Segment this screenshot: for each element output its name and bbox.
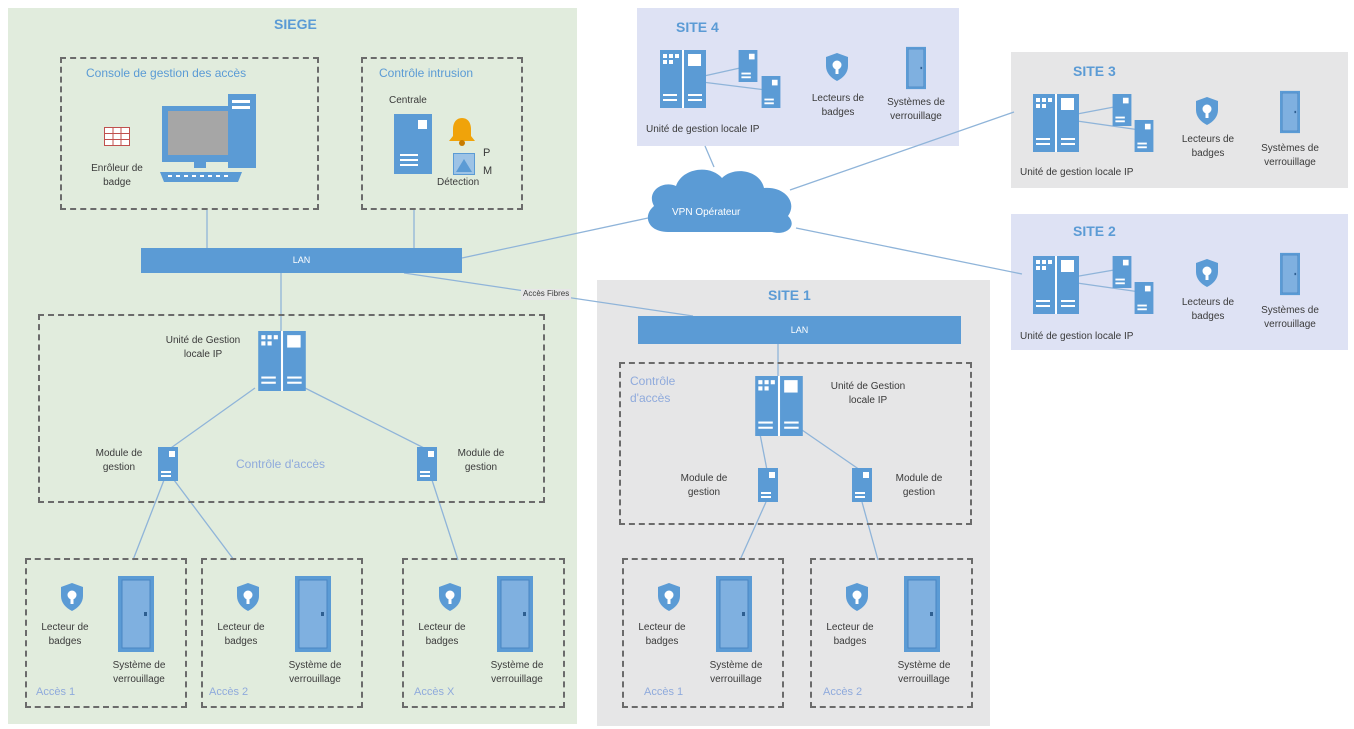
site1-module-right-label: Module de gestion <box>895 473 943 498</box>
site4-unit-label: Unité de gestion locale IP <box>646 124 760 135</box>
site4-reader-label: Lecteurs de badges <box>811 93 865 118</box>
motion-sensor-icon <box>453 153 475 175</box>
central-label: Centrale <box>389 95 427 106</box>
siege-access-x-group <box>402 558 565 708</box>
site2-reader-icon <box>1196 259 1218 287</box>
site2-unit-label: Unité de gestion locale IP <box>1020 331 1134 342</box>
site1-lan-bar: LAN <box>638 316 961 344</box>
site1-access-1-name: Accès 1 <box>644 686 684 698</box>
site3-module-1-icon <box>1112 94 1132 126</box>
site1-module-right-icon <box>852 468 872 502</box>
console-title: Console de gestion des accès <box>86 66 247 80</box>
siege-access-1-reader-label: Lecteur de badges <box>41 622 89 647</box>
siege-access-1-name: Accès 1 <box>36 686 76 698</box>
server-icon <box>394 114 432 174</box>
site2-unit-server-icon <box>1033 256 1079 314</box>
siege-access-2-group <box>201 558 363 708</box>
site2-module-2-icon <box>1134 282 1154 314</box>
siege-access-2-lock-label: Système de verrouillage <box>288 660 342 685</box>
siege-access-2-door-icon <box>295 576 331 652</box>
siege-access-control-group <box>38 314 545 503</box>
site1-access-2-reader-label: Lecteur de badges <box>826 622 874 647</box>
siege-unit-server-icon <box>258 331 306 391</box>
site1-access-2-group <box>810 558 973 708</box>
siege-access-2-reader-label: Lecteur de badges <box>217 622 265 647</box>
site2-lock-label: Systèmes de verrouillage <box>1261 305 1319 330</box>
siege-access-x-door-icon <box>497 576 533 652</box>
site4-module-1-icon <box>738 50 758 82</box>
site2-door-icon <box>1280 252 1300 296</box>
site2-module-1-icon <box>1112 256 1132 288</box>
siege-access-1-lock-label: Système de verrouillage <box>112 660 166 685</box>
siege-access-1-reader-icon <box>61 583 83 611</box>
site1-access-control-group <box>619 362 972 525</box>
intrusion-title: Contrôle intrusion <box>379 66 474 80</box>
fiber-access-label: Accès Fibres <box>521 289 572 300</box>
siege-access-2-reader-icon <box>237 583 259 611</box>
site4-reader-icon <box>826 53 848 81</box>
site1-access-2-lock-label: Système de verrouillage <box>897 660 951 685</box>
cloud-icon <box>647 169 792 233</box>
pm-m-label: M <box>483 165 493 177</box>
site1-access-2-reader-icon <box>846 583 868 611</box>
detection-label: Détection <box>437 177 480 188</box>
site3-door-icon <box>1280 90 1300 134</box>
site1-access-2-door-icon <box>904 576 940 652</box>
site1-unit-server-icon <box>755 376 803 436</box>
card-reader-icon <box>104 127 130 146</box>
site1-access-1-reader-label: Lecteur de badges <box>638 622 686 647</box>
site4-door-icon <box>906 46 926 90</box>
site1-module-left-label: Module de gestion <box>680 473 728 498</box>
siege-access-x-reader-icon <box>439 583 461 611</box>
siege-access-control-title: Contrôle d'accès <box>236 457 326 471</box>
alarm-bell-icon <box>449 118 475 146</box>
siege-title: SIEGE <box>274 16 317 32</box>
site3-reader-label: Lecteurs de badges <box>1181 134 1235 159</box>
siege-access-x-lock-label: Système de verrouillage <box>490 660 544 685</box>
intrusion-group <box>361 57 523 210</box>
site1-access-1-door-icon <box>716 576 752 652</box>
site1-unit-label: Unité de Gestion locale IP <box>830 381 906 406</box>
siege-module-left-icon <box>158 447 178 481</box>
pm-p-label: P <box>483 147 491 159</box>
site4-unit-server-icon <box>660 50 706 108</box>
site3-reader-icon <box>1196 97 1218 125</box>
siege-access-x-reader-label: Lecteur de badges <box>418 622 466 647</box>
siege-access-1-door-icon <box>118 576 154 652</box>
siege-module-right-icon <box>417 447 437 481</box>
siege-access-x-name: Accès X <box>414 686 455 698</box>
siege-module-right-label: Module de gestion <box>457 448 505 473</box>
site4-module-2-icon <box>761 76 781 108</box>
site1-access-1-reader-icon <box>658 583 680 611</box>
vpn-label: VPN Opérateur <box>672 207 741 218</box>
site2-title: SITE 2 <box>1073 223 1116 239</box>
site3-module-2-icon <box>1134 120 1154 152</box>
site1-access-control-title: Contrôle d'accès <box>630 374 676 405</box>
siege-access-1-group <box>25 558 187 708</box>
site3-lock-label: Systèmes de verrouillage <box>1261 143 1319 168</box>
site4-lock-label: Systèmes de verrouillage <box>887 97 945 122</box>
siege-access-2-name: Accès 2 <box>209 686 249 698</box>
siege-lan-bar: LAN <box>141 248 462 273</box>
site3-unit-server-icon <box>1033 94 1079 152</box>
console-group <box>60 57 319 210</box>
site4-title: SITE 4 <box>676 19 719 35</box>
site3-title: SITE 3 <box>1073 63 1116 79</box>
site1-module-left-icon <box>758 468 778 502</box>
siege-unit-label: Unité de Gestion locale IP <box>165 335 241 360</box>
site1-access-1-lock-label: Système de verrouillage <box>709 660 763 685</box>
site1-access-2-name: Accès 2 <box>823 686 863 698</box>
site1-title: SITE 1 <box>768 287 811 303</box>
site1-access-1-group <box>622 558 784 708</box>
siege-module-left-label: Module de gestion <box>95 448 143 473</box>
desktop-computer-icon <box>160 94 256 182</box>
site2-reader-label: Lecteurs de badges <box>1181 297 1235 322</box>
site3-unit-label: Unité de gestion locale IP <box>1020 167 1134 178</box>
enroller-label: Enrôleur de badge <box>91 163 143 188</box>
